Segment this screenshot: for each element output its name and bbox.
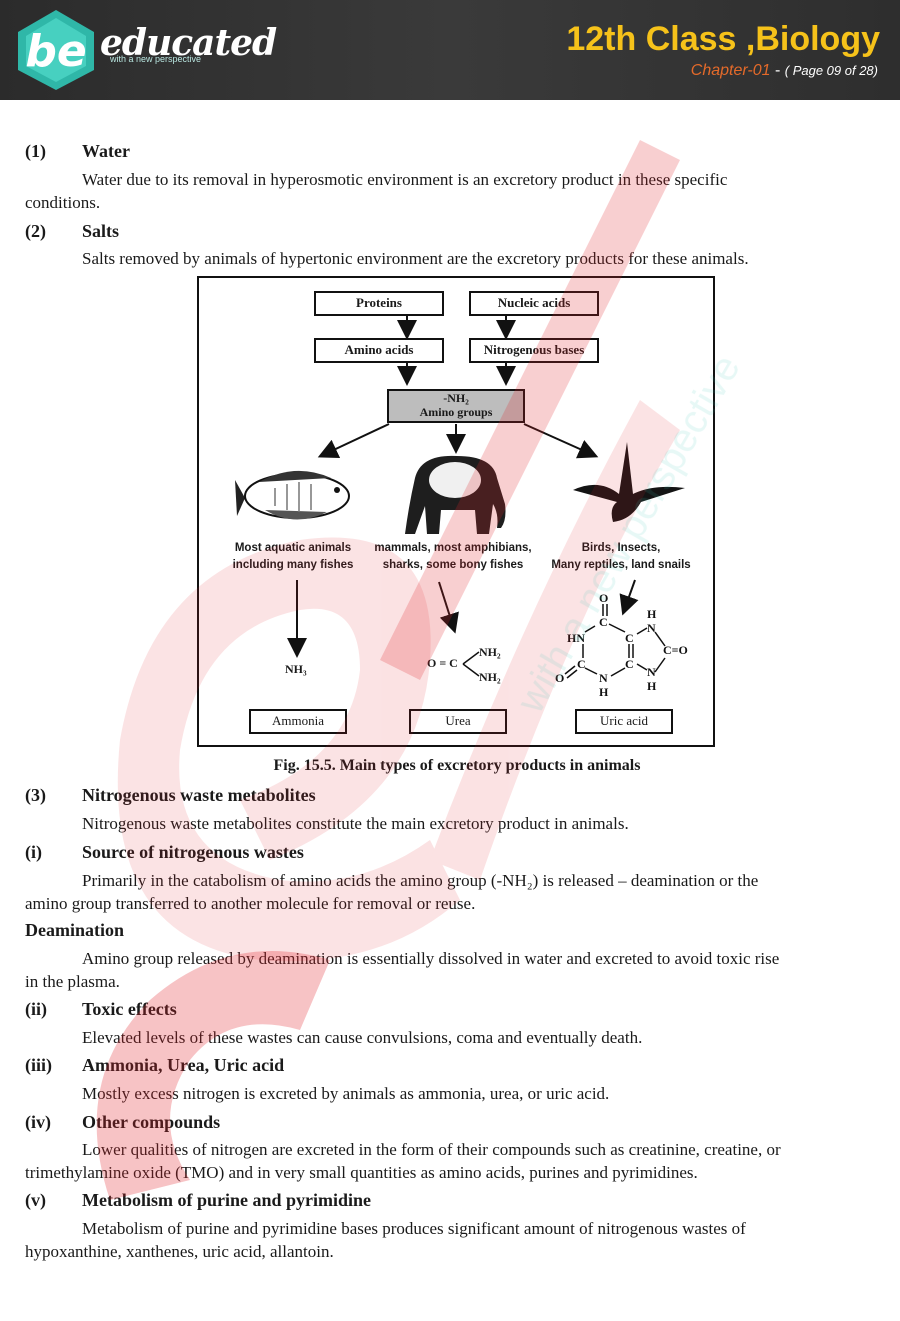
box-nitrogenous-bases: Nitrogenous bases <box>469 338 599 363</box>
section-aur-heading: (iii)Ammonia, Urea, Uric acid <box>25 1055 285 1075</box>
urea-formula-nh2-top: NH₂ <box>479 645 501 659</box>
section-water-text: Water due to its removal in hyperosmotic… <box>25 170 728 212</box>
section-nitrogenous-text: Nitrogenous waste metabolites constitute… <box>82 814 629 833</box>
page-number: ( Page 09 of 28) <box>784 63 878 78</box>
svg-text:H: H <box>647 679 657 693</box>
chapter-separator: - <box>774 62 781 79</box>
section-other-heading: (iv)Other compounds <box>25 1112 221 1132</box>
section-metabolism-text: Metabolism of purine and pyrimidine base… <box>25 1219 746 1261</box>
svg-text:HN: HN <box>567 631 585 645</box>
svg-text:O: O <box>599 591 608 605</box>
section-source-text: Primarily in the catabolism of amino aci… <box>25 871 759 913</box>
excretory-products-figure: Proteins Nucleic acids Amino acids Nitro… <box>197 276 715 747</box>
figure-arrows <box>287 316 639 658</box>
logo-wordmark: educated <box>100 22 277 64</box>
box-nucleic-acids: Nucleic acids <box>469 291 599 316</box>
svg-text:O: O <box>555 671 564 685</box>
logo-tagline: with a new perspective <box>110 54 202 64</box>
svg-text:N: N <box>599 671 608 685</box>
svg-text:C: C <box>577 657 586 671</box>
svg-text:C=O: C=O <box>663 643 688 657</box>
urea-bonds <box>462 651 480 677</box>
section-salts-text: Salts removed by animals of hypertonic e… <box>82 249 749 268</box>
section-aur-text: Mostly excess nitrogen is excreted by an… <box>82 1084 610 1103</box>
box-uric-acid: Uric acid <box>575 709 673 734</box>
svg-text:N: N <box>647 621 656 635</box>
section-nitrogenous-heading: (3)Nitrogenous waste metabolites <box>25 785 316 805</box>
chapter-info: Chapter-01 - ( Page 09 of 28) <box>691 62 878 80</box>
page-header: be educated with a new perspective 12th … <box>0 0 900 100</box>
page-title: 12th Class ,Biology <box>566 20 880 58</box>
urea-formula-nh2-bottom: NH₂ <box>479 670 501 684</box>
label-mammals: mammals, most amphibians,sharks, some bo… <box>374 542 532 571</box>
box-ammonia: Ammonia <box>249 709 347 734</box>
box-urea: Urea <box>409 709 507 734</box>
box-proteins: Proteins <box>314 291 444 316</box>
section-salts-heading: (2)Salts <box>25 221 120 241</box>
section-other-text: Lower qualities of nitrogen are excreted… <box>25 1140 781 1182</box>
box-amino-groups: -NH₂ Amino groups <box>387 389 525 423</box>
section-metabolism-heading: (v)Metabolism of purine and pyrimidine <box>25 1190 372 1210</box>
svg-text:N: N <box>647 665 656 679</box>
section-deamination-heading: Deamination <box>25 920 124 940</box>
svg-text:be: be <box>25 26 86 77</box>
section-deamination-text: Amino group released by deamination is e… <box>25 949 780 991</box>
chapter-label: Chapter-01 <box>690 62 771 79</box>
svg-text:H: H <box>647 607 657 621</box>
uric-acid-structure-icon: O C HN C O N H C C N H C=O N H <box>555 591 688 699</box>
section-toxic-text: Elevated levels of these wastes can caus… <box>82 1028 643 1047</box>
section-toxic-heading: (ii)Toxic effects <box>25 999 177 1019</box>
svg-text:C: C <box>599 615 608 629</box>
be-logo-icon: be <box>18 10 94 90</box>
elephant-icon <box>405 455 506 534</box>
svg-text:C: C <box>625 657 634 671</box>
section-water-heading: (1)Water <box>25 141 130 161</box>
box-amino-acids: Amino acids <box>314 338 444 363</box>
figure-caption: Fig. 15.5. Main types of excretory produ… <box>273 757 641 774</box>
fish-icon <box>235 470 350 520</box>
label-birds: Birds, Insects,Many reptiles, land snail… <box>551 542 691 571</box>
ammonia-formula: NH₃ <box>285 662 307 676</box>
bird-icon <box>573 442 685 522</box>
svg-text:H: H <box>599 685 609 699</box>
section-source-heading: (i)Source of nitrogenous wastes <box>25 842 304 862</box>
svg-text:C: C <box>625 631 634 645</box>
urea-formula-o: O = C <box>427 656 458 670</box>
